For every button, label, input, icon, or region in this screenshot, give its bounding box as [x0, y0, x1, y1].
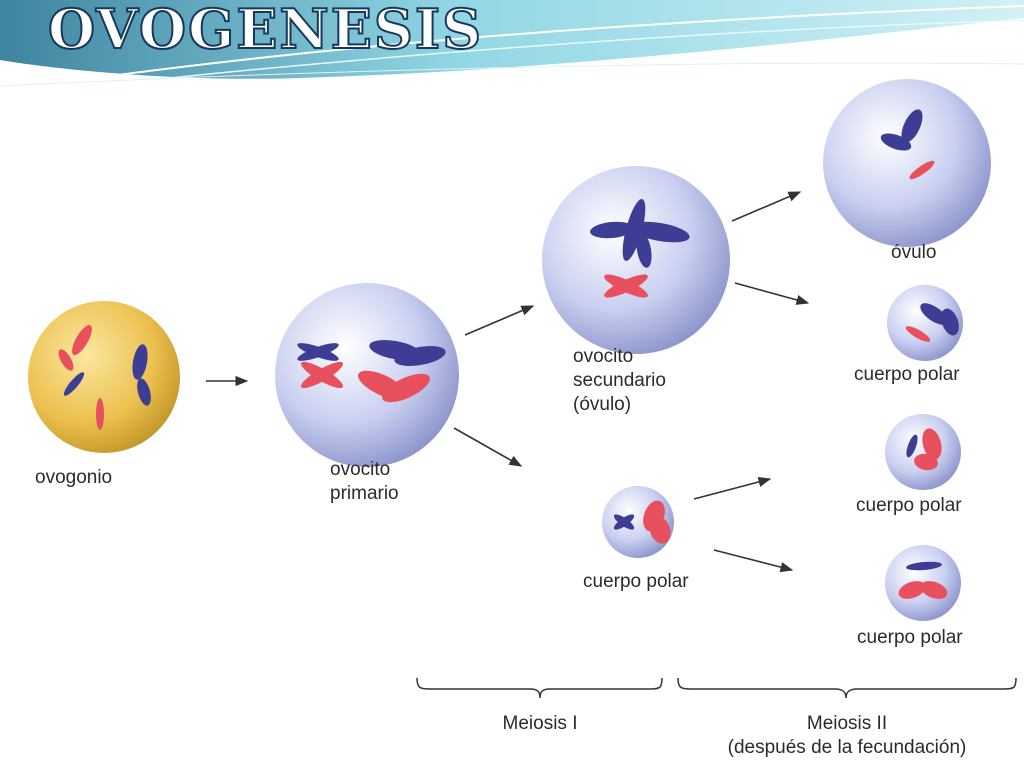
cuerpo-polar-3-cell: [885, 414, 961, 490]
ovocito-primario-cell: [275, 283, 459, 467]
chromosome-red: [604, 274, 648, 298]
chromosome-blue: [297, 340, 446, 366]
arrow-cuerpo-polar-to-cuerpo-polar-4: [713, 549, 794, 573]
label-meiosis-2: Meiosis II (después de la fecundación): [727, 713, 967, 758]
chromosome-blue: [590, 199, 690, 268]
cuerpo-polar-2-cell: [887, 285, 963, 361]
chromosome-red: [58, 324, 92, 371]
cuerpo-polar-4-cell: [885, 545, 961, 621]
ovogonio-cell: [28, 301, 180, 453]
label-ovulo: óvulo: [891, 242, 937, 263]
label-ovocito-primario: ovocito primario: [330, 459, 399, 504]
label-meiosis-1: Meiosis I: [502, 713, 578, 734]
chromosome-red: [301, 361, 430, 403]
label-cuerpo-polar-1: cuerpo polar: [583, 571, 689, 592]
arrow-secundario-to-cuerpo-polar: [734, 282, 810, 305]
meiosis-1-brace: [416, 677, 663, 699]
slide-title: Ovogenesis: [47, 0, 484, 61]
header-banner: [0, 0, 1024, 87]
chromosome-blue: [63, 372, 85, 396]
arrow-primario-to-secundario: [464, 305, 535, 336]
chromosome-blue: [132, 344, 151, 406]
label-ovocito-secundario: ovocito secundario (óvulo): [573, 346, 666, 415]
label-cuerpo-polar-2: cuerpo polar: [854, 364, 960, 385]
label-cuerpo-polar-3: cuerpo polar: [856, 495, 962, 516]
arrow-cuerpo-polar-to-cuerpo-polar-3: [693, 476, 772, 500]
arrow-primario-to-cuerpo-polar: [453, 427, 523, 467]
arrow-secundario-to-ovulo: [731, 191, 802, 222]
label-cuerpo-polar-4: cuerpo polar: [857, 627, 963, 648]
meiosis-2-brace: [677, 677, 1017, 699]
ovulo-cell: [823, 79, 991, 247]
cuerpo-polar-1-cell: [602, 486, 674, 558]
label-ovogonio: ovogonio: [35, 467, 113, 488]
chromosome-red: [96, 398, 104, 430]
ovocito-secundario-cell: [542, 166, 730, 354]
